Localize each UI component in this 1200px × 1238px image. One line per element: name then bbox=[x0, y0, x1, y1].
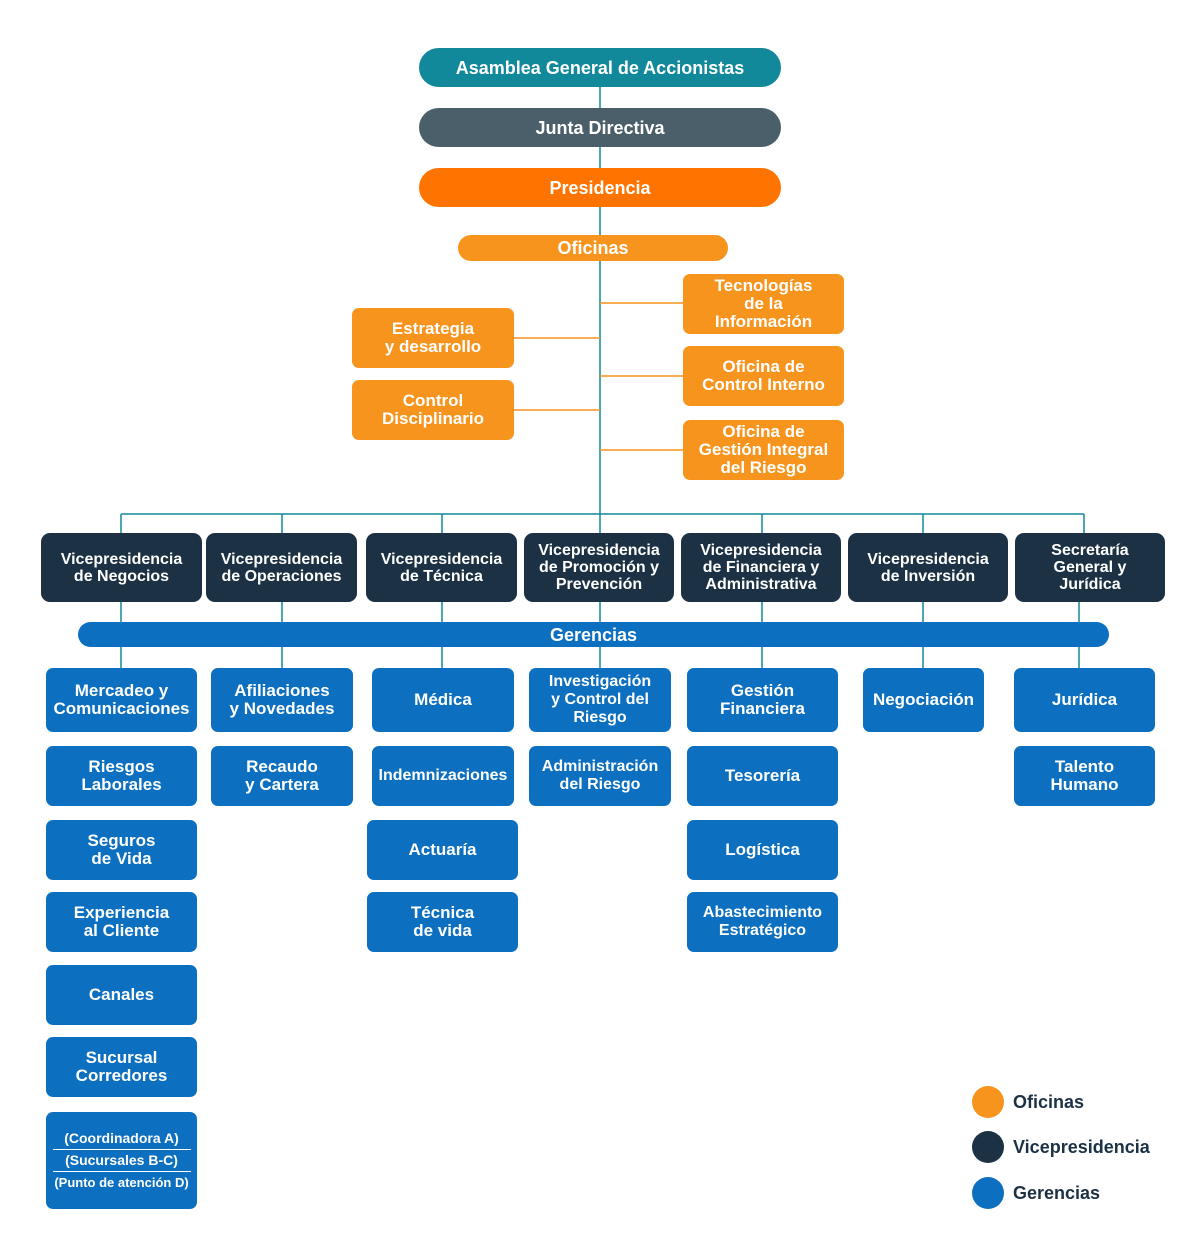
oficina-control-interno: Oficina de Control Interno bbox=[683, 346, 844, 406]
oficina-control-disciplinario: Control Disciplinario bbox=[352, 380, 514, 440]
vp-tecnica: Vicepresidencia de Técnica bbox=[366, 533, 517, 602]
gerencia-negociacion: Negociación bbox=[863, 668, 984, 732]
gerencia-juridica: Jurídica bbox=[1014, 668, 1155, 732]
gerencia-abastecimiento: Abastecimiento Estratégico bbox=[687, 892, 838, 952]
gerencia-riesgos-laborales: Riesgos Laborales bbox=[46, 746, 197, 806]
oficina-gestion-riesgo: Oficina de Gestión Integral del Riesgo bbox=[683, 420, 844, 480]
gerencia-experiencia-cliente: Experiencia al Cliente bbox=[46, 892, 197, 952]
vp-promocion: Vicepresidencia de Promoción y Prevenció… bbox=[524, 533, 674, 602]
legend-oficinas-label: Oficinas bbox=[1013, 1091, 1085, 1112]
gerencia-mercadeo: Mercadeo y Comunicaciones bbox=[46, 668, 197, 732]
oficina-estrategia: Estrategia y desarrollo bbox=[352, 308, 514, 368]
gerencia-indemnizaciones: Indemnizaciones bbox=[372, 746, 514, 806]
gerencia-seguros-vida: Seguros de Vida bbox=[46, 820, 197, 880]
sucursales-label: (Sucursales B-C) bbox=[52, 1150, 191, 1172]
gerencia-investigacion: Investigación y Control del Riesgo bbox=[529, 668, 671, 732]
junta-directiva-node: Junta Directiva bbox=[419, 108, 781, 147]
legend-vicepresidencia-swatch bbox=[972, 1131, 1004, 1163]
gerencia-gestion-financiera: Gestión Financiera bbox=[687, 668, 838, 732]
coordinadora-label: (Coordinadora A) bbox=[52, 1128, 191, 1150]
legend-vicepresidencia-label: Vicepresidencia bbox=[1013, 1136, 1150, 1157]
legend-oficinas-swatch bbox=[972, 1086, 1004, 1118]
vp-operaciones: Vicepresidencia de Operaciones bbox=[206, 533, 357, 602]
gerencias-bar: Gerencias bbox=[78, 622, 1109, 647]
gerencia-sucursales-multi: (Coordinadora A) (Sucursales B-C) (Punto… bbox=[46, 1112, 197, 1209]
gerencia-actuaria: Actuaría bbox=[367, 820, 518, 880]
oficina-tecnologias: Tecnologías de la Información bbox=[683, 274, 844, 334]
gerencia-sucursal-corredores: Sucursal Corredores bbox=[46, 1037, 197, 1097]
legend-gerencias-label: Gerencias bbox=[1013, 1182, 1101, 1203]
gerencia-talento-humano: Talento Humano bbox=[1014, 746, 1155, 806]
punto-atencion-label: (Punto de atención D) bbox=[54, 1175, 189, 1190]
legend-vicepresidencia: Vicepresidencia bbox=[972, 1131, 1150, 1163]
gerencia-logistica: Logística bbox=[687, 820, 838, 880]
vp-financiera: Vicepresidencia de Financiera y Administ… bbox=[681, 533, 841, 602]
oficinas-header: Oficinas bbox=[458, 235, 728, 261]
gerencia-administracion-riesgo: Administración del Riesgo bbox=[529, 746, 671, 806]
asamblea-node: Asamblea General de Accionistas bbox=[419, 48, 781, 87]
presidencia-node: Presidencia bbox=[419, 168, 781, 207]
legend-gerencias-swatch bbox=[972, 1177, 1004, 1209]
gerencia-canales: Canales bbox=[46, 965, 197, 1025]
legend-gerencias: Gerencias bbox=[972, 1177, 1100, 1209]
gerencia-recaudo: Recaudo y Cartera bbox=[211, 746, 353, 806]
vp-inversion: Vicepresidencia de Inversión bbox=[848, 533, 1008, 602]
gerencia-afiliaciones: Afiliaciones y Novedades bbox=[211, 668, 353, 732]
vp-negocios: Vicepresidencia de Negocios bbox=[41, 533, 202, 602]
secretaria-general: Secretaría General y Jurídica bbox=[1015, 533, 1165, 602]
gerencia-medica: Médica bbox=[372, 668, 514, 732]
gerencia-tesoreria: Tesorería bbox=[687, 746, 838, 806]
gerencia-tecnica-vida: Técnica de vida bbox=[367, 892, 518, 952]
legend-oficinas: Oficinas bbox=[972, 1086, 1084, 1118]
